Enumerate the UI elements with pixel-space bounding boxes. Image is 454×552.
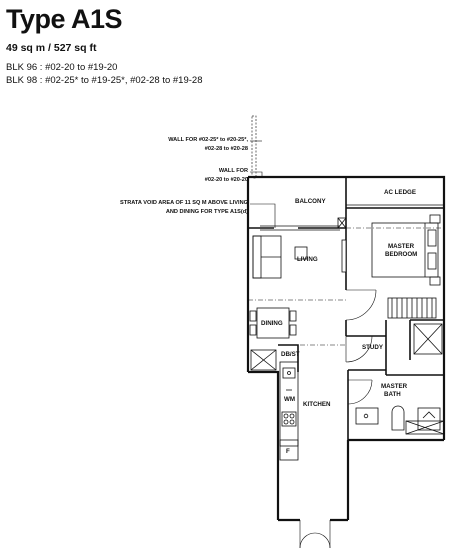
label-balcony: BALCONY <box>295 198 326 205</box>
label-db-st: DB/ST <box>281 351 300 358</box>
living-sofa <box>252 235 282 279</box>
leader-lines <box>250 140 276 228</box>
optional-wall <box>251 115 257 179</box>
zone-lines <box>248 227 444 346</box>
dining-set <box>249 307 297 339</box>
blk-96-units: BLK 96 : #02-20 to #19-20 <box>6 62 118 73</box>
kitchen-counter <box>279 361 299 461</box>
label-living: LIVING <box>297 256 318 263</box>
label-dining: DINING <box>261 320 283 327</box>
wardrobe <box>387 297 437 319</box>
annotation-wall-1-line1: WALL FOR #02-25* to #20-25*, <box>168 137 248 143</box>
cabinet-box <box>337 217 347 229</box>
study-door <box>345 335 373 363</box>
label-master-bedroom-1: MASTER <box>388 243 415 250</box>
annotation-wall-1-line2: #02-28 to #20-28 <box>205 146 248 152</box>
master-bed <box>371 214 441 286</box>
annotation-void-line2: AND DINING FOR TYPE A1S(d) <box>166 209 248 215</box>
label-wm: WM <box>284 396 295 403</box>
annotation-wall-2-line2: #02-20 to #20-20 <box>205 177 248 183</box>
bedroom-door <box>345 289 377 321</box>
annotation-wall-2-line1: WALL FOR <box>219 168 248 174</box>
balcony-glazing <box>260 204 444 231</box>
annotation-void-line1: STRATA VOID AREA OF 11 SQ M ABOVE LIVING <box>120 200 248 206</box>
service-boxes <box>250 349 277 371</box>
blk-98-units: BLK 98 : #02-25* to #19-25*, #02-28 to #… <box>6 75 203 86</box>
label-kitchen: KITCHEN <box>303 401 331 408</box>
label-ac-ledge: AC LEDGE <box>384 189 416 196</box>
label-master-bedroom-2: BEDROOM <box>385 251 417 258</box>
unit-area: 49 sq m / 527 sq ft <box>6 42 97 54</box>
label-fridge: F <box>286 448 290 455</box>
bath-fixtures <box>355 405 445 435</box>
bath-door <box>347 379 373 405</box>
tv-console <box>341 239 347 273</box>
main-door <box>299 520 331 549</box>
label-master-bath-2: BATH <box>384 391 401 398</box>
unit-type-title: Type A1S <box>6 4 123 34</box>
shower-stall <box>413 323 443 355</box>
label-master-bath-1: MASTER <box>381 383 408 390</box>
label-study: STUDY <box>362 344 384 351</box>
coffee-table <box>294 246 308 260</box>
outer-walls <box>246 175 446 522</box>
